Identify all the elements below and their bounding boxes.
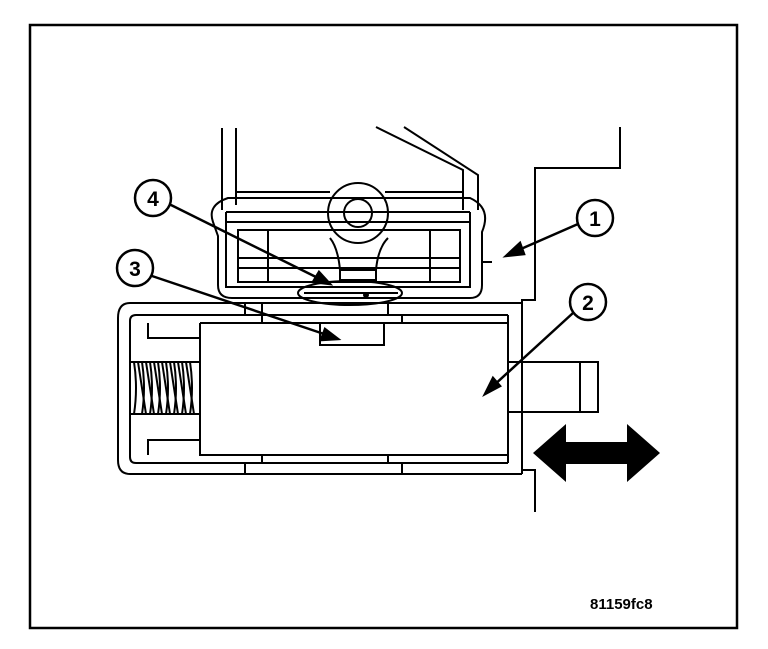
callout-1-label: 1 xyxy=(589,208,601,231)
callout-1: 1 xyxy=(575,198,615,238)
figure-code: 81159fc8 xyxy=(590,596,653,613)
callout-4-label: 4 xyxy=(147,188,159,211)
callout-3: 3 xyxy=(115,248,155,288)
callout-2-label: 2 xyxy=(582,292,594,315)
upper-lever-assembly xyxy=(210,126,486,306)
figure-border xyxy=(28,23,739,630)
callout-3-label: 3 xyxy=(129,258,141,281)
leader-lines xyxy=(151,202,579,397)
double-arrow-icon xyxy=(533,424,660,482)
callout-4: 4 xyxy=(133,178,173,218)
callout-2: 2 xyxy=(568,282,608,322)
plunger-housing xyxy=(117,302,599,475)
compression-spring xyxy=(130,361,200,415)
